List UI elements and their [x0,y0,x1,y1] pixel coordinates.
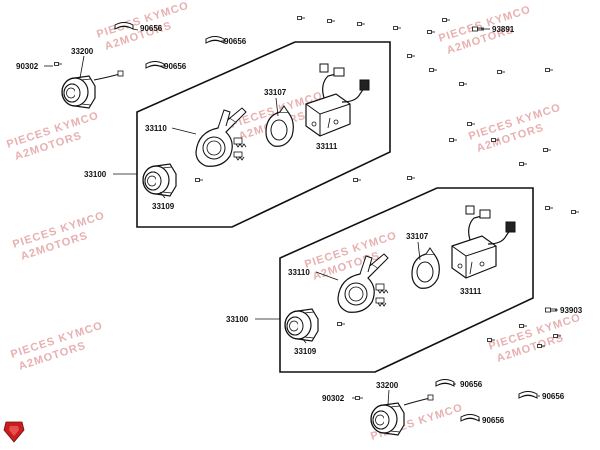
part-label: 33200 [71,47,94,56]
assembly-outline-bottom [279,187,534,373]
top-standalone-group [54,22,485,109]
part-label: 33110 [288,268,310,277]
clip-icon [460,414,480,422]
part-label: 90302 [16,62,39,71]
ring-icon [411,247,440,289]
part-label: 93903 [560,306,583,315]
leader-lines [44,28,558,421]
part-label: 93891 [492,25,515,34]
part-label: 33109 [152,202,175,211]
clip-icon [205,36,225,44]
foglamp-icon [142,163,177,197]
part-label: 33111 [316,142,338,151]
screw-icon [54,62,63,66]
part-label: 33100 [84,170,107,179]
foglamp-icon [284,308,319,342]
part-label: 90656 [140,24,163,33]
part-label: 33107 [264,88,287,97]
part-label: 33200 [376,381,399,390]
part-label: 90656 [224,37,247,46]
part-label: 33100 [226,315,249,324]
part-label: 90656 [542,392,565,401]
screw-icon [355,396,364,400]
part-label: 90302 [322,394,345,403]
bottom-standalone-group [355,307,558,436]
foglamp-icon [61,75,96,109]
clip-icon [435,379,455,387]
screw-icon [195,178,204,182]
kymco-logo [3,421,25,443]
foglamp-icon [370,402,405,436]
part-label: 33111 [460,287,482,296]
part-label: 33110 [145,124,167,133]
screw-icon [337,322,346,326]
part-label: 33107 [406,232,429,241]
part-label: 90656 [164,62,187,71]
part-label: 90656 [460,380,483,389]
clip-icon [518,391,538,399]
module-icon [451,205,516,279]
part-label: 90656 [482,416,505,425]
clip-icon [145,61,165,69]
watermark-group: PIECES KYMCO A2MOTORS PIECES KYMCO A2MOT… [5,0,582,443]
part-label: 33109 [294,347,317,356]
assembly-outline-top [136,41,391,228]
